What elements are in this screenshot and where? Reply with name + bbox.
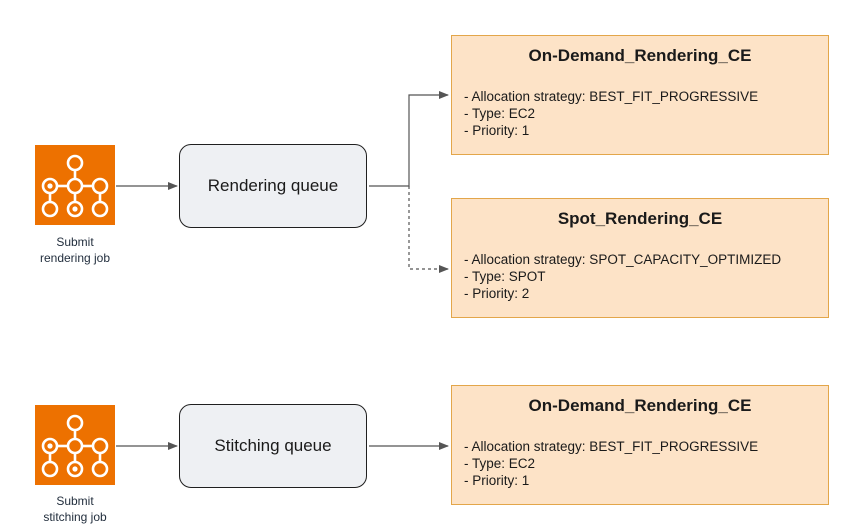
ce-attributes: - Allocation strategy: BEST_FIT_PROGRESS… bbox=[464, 438, 758, 489]
caption-line: Submit bbox=[56, 235, 94, 249]
allocation-strategy: - Allocation strategy: BEST_FIT_PROGRESS… bbox=[464, 439, 759, 454]
stitching-queue[interactable]: Stitching queue bbox=[179, 404, 367, 488]
ce-title: On-Demand_Rendering_CE bbox=[528, 396, 752, 415]
spot-ce-box[interactable]: Spot_Rendering_CE - Allocation strategy:… bbox=[451, 198, 829, 318]
ce-priority: - Priority: 2 bbox=[464, 286, 530, 301]
ce-title: On-Demand_Rendering_CE bbox=[528, 46, 752, 65]
ce-attributes: - Allocation strategy: BEST_FIT_PROGRESS… bbox=[464, 88, 758, 139]
on-demand-ce-box[interactable]: On-Demand_Rendering_CE - Allocation stra… bbox=[451, 35, 829, 155]
allocation-strategy: - Allocation strategy: SPOT_CAPACITY_OPT… bbox=[464, 252, 782, 267]
ce-attributes: - Allocation strategy: SPOT_CAPACITY_OPT… bbox=[464, 251, 781, 302]
submit-rendering-job-caption: Submit rendering job bbox=[15, 234, 135, 266]
rendering-queue[interactable]: Rendering queue bbox=[179, 144, 367, 228]
ce-priority: - Priority: 1 bbox=[464, 123, 530, 138]
caption-line: Submit bbox=[56, 494, 94, 508]
caption-line: rendering job bbox=[39, 251, 111, 265]
ce-title: Spot_Rendering_CE bbox=[557, 209, 723, 228]
allocation-strategy: - Allocation strategy: BEST_FIT_PROGRESS… bbox=[464, 89, 759, 104]
ce-type: - Type: SPOT bbox=[464, 269, 546, 284]
ce-type: - Type: EC2 bbox=[464, 456, 536, 471]
submit-stitching-job-caption: Submit stitching job bbox=[15, 493, 135, 525]
arrow-rendering-queue-to-spot-ce bbox=[408, 186, 449, 273]
stitching-on-demand-ce-box[interactable]: On-Demand_Rendering_CE - Allocation stra… bbox=[451, 385, 829, 505]
arrow-rendering-queue-to-ondemand-ce bbox=[369, 91, 449, 187]
ce-priority: - Priority: 1 bbox=[464, 473, 530, 488]
batch-job-icon bbox=[35, 405, 115, 485]
ce-type: - Type: EC2 bbox=[464, 106, 536, 121]
caption-line: stitching job bbox=[43, 510, 107, 524]
batch-job-icon bbox=[35, 145, 115, 225]
